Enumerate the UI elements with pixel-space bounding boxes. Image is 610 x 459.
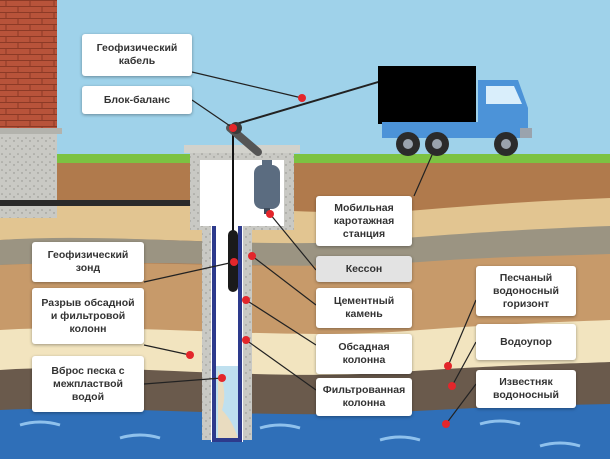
marker-sand-aquifer [444, 362, 452, 370]
marker-caisson [266, 210, 274, 218]
marker-filter-column [242, 336, 250, 344]
gray-layer [0, 226, 610, 269]
leader-cement-stone [251, 255, 317, 306]
leader-casing-break [143, 344, 191, 356]
pipe [0, 200, 205, 206]
label-sand-inflow: Вброс песка с межпластвой водой [32, 356, 144, 412]
water-layer [0, 404, 610, 459]
label-cement-stone: Цементный камень [316, 288, 412, 328]
truck-bumper [520, 128, 532, 138]
label-caisson: Кессон [316, 256, 412, 282]
water-highlight [19, 419, 581, 448]
caisson-cover [184, 145, 300, 153]
truck-chassis [382, 122, 528, 138]
label-sand-aquifer: Песчаный водоносный горизонт [476, 266, 576, 316]
leader-limestone [445, 383, 477, 425]
logging-truck [378, 66, 532, 156]
leader-sand-inflow [143, 377, 223, 385]
marker-geo-probe [230, 258, 238, 266]
label-limestone-aquifer: Известняк водоносный [476, 370, 576, 408]
truck-window [486, 86, 522, 104]
marker-block-balance [229, 124, 237, 132]
leader-lines [143, 71, 477, 425]
marker-aquitard [448, 382, 456, 390]
geophysical-cable [232, 79, 386, 126]
leader-geo-cable [191, 71, 303, 99]
leader-geo-probe [143, 261, 235, 283]
brown-layer-mid [0, 254, 610, 337]
marker-geo-cable [298, 94, 306, 102]
expansion-tank [254, 165, 280, 209]
casing-wall-left [212, 226, 216, 442]
building [0, 0, 205, 218]
leader-casing-column [245, 299, 317, 346]
marker-cement-stone [248, 252, 256, 260]
label-geophysical-cable: Геофизический кабель [82, 34, 192, 76]
label-casing-break: Разрыв обсадной и фильтровой колонн [32, 288, 144, 344]
marker-limestone [442, 420, 450, 428]
grass-strip [0, 154, 610, 163]
casing-bottom [212, 438, 242, 442]
label-logging-station: Мобильная каротажная станция [316, 196, 412, 246]
marker-casing-break [186, 351, 194, 359]
caisson [184, 145, 300, 230]
leader-caisson [269, 213, 317, 271]
label-aquitard: Водоупор [476, 324, 576, 360]
marker-casing-column [242, 296, 250, 304]
leader-block-balance [191, 99, 234, 129]
label-casing-column: Обсадная колонна [316, 334, 412, 374]
marker-sand-inflow [218, 374, 226, 382]
truck-body [378, 66, 476, 124]
leader-aquitard [451, 341, 477, 387]
leader-filter-column [245, 339, 317, 391]
sand-inflow [218, 370, 238, 438]
label-geophysical-probe: Геофизический зонд [32, 242, 144, 282]
casing-wall-right [238, 226, 242, 442]
label-block-balance: Блок-баланс [82, 86, 192, 114]
label-filter-column: Фильтрованная колонна [316, 378, 412, 416]
markers [186, 94, 456, 428]
brick-wall [0, 0, 57, 132]
foundation-ledge [0, 128, 62, 134]
sand-aquifer-layer [0, 320, 610, 381]
probe-cable [232, 128, 234, 240]
leader-logging-station [413, 154, 433, 197]
leader-sand-aquifer [447, 299, 477, 367]
well [202, 128, 252, 442]
